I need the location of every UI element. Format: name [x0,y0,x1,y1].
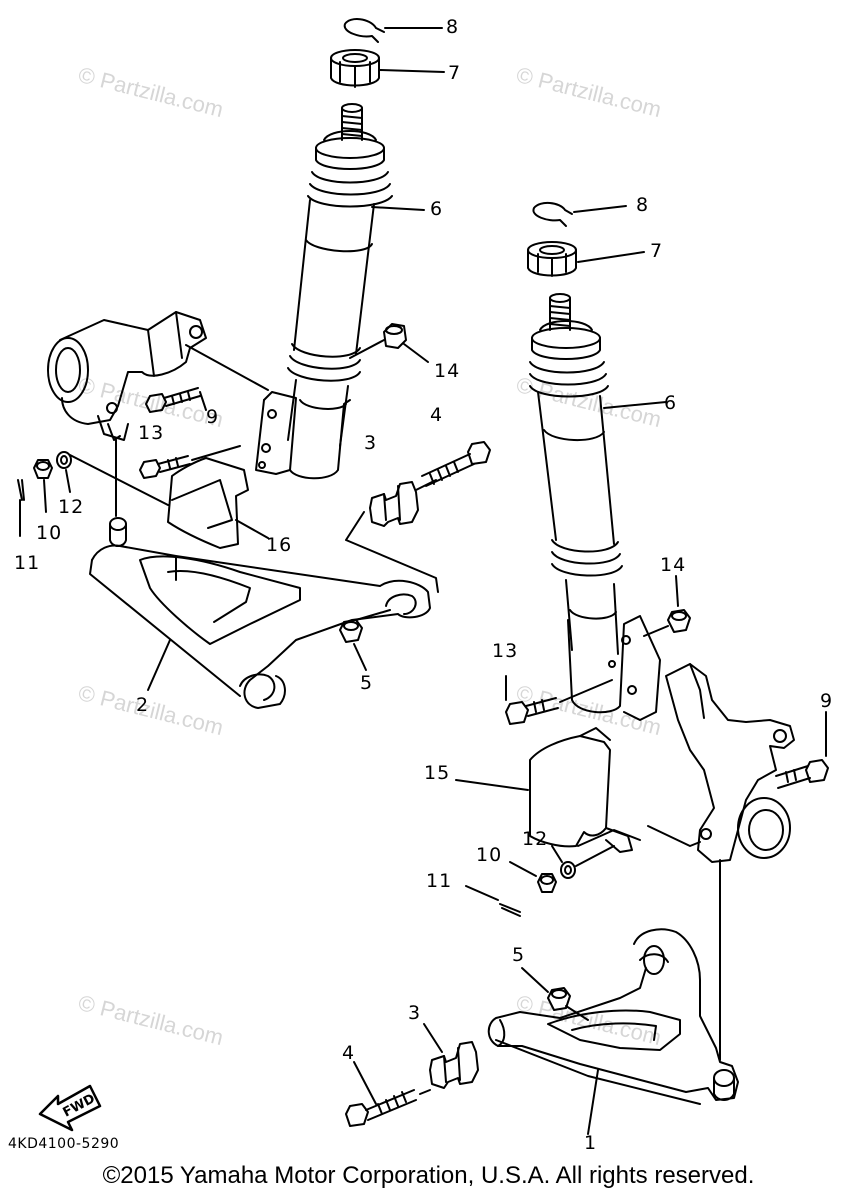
fwd-arrow-icon: FWD [38,1084,102,1132]
callout-3: 3 [408,1002,422,1024]
callout-8: 8 [446,16,460,38]
leader-line [371,206,425,211]
right-lower-arm-1 [487,928,739,1135]
left-nut-14 [349,323,429,363]
left-circlip-8 [343,18,385,43]
callout-6: 6 [664,392,678,414]
right-bolt-13 [505,675,613,725]
right-steering-knuckle [647,663,795,1061]
callout-2: 2 [136,694,150,716]
guide-line [345,511,439,593]
left-bolt-13 [139,445,241,479]
callout-15: 15 [424,762,451,784]
left-shock-absorber-6 [255,103,393,480]
right-shock-absorber-6 [529,293,667,721]
callout-14: 14 [434,360,461,382]
copyright-notice: ©2015 Yamaha Motor Corporation, U.S.A. A… [102,1162,755,1189]
left-locknut-7 [330,49,380,88]
callout-9: 9 [206,406,220,428]
callout-13: 13 [138,422,165,444]
callout-16: 16 [266,534,293,556]
diagram-code: 4KD4100-5290 [8,1136,120,1152]
callout-13: 13 [492,640,519,662]
callout-1: 1 [584,1132,598,1154]
left-nut-5 [339,609,391,671]
right-washer-12 [551,845,615,879]
right-bolt-4 [345,1061,431,1127]
callout-10: 10 [36,522,63,544]
callout-4: 4 [342,1042,356,1064]
callout-6: 6 [430,198,444,220]
right-locknut-7 [527,241,645,277]
callout-5: 5 [360,672,374,694]
callout-14: 14 [660,554,687,576]
left-bolt-9 [145,387,207,413]
right-nut-10 [509,861,557,893]
left-steering-knuckle [47,311,269,441]
leader-line [147,639,171,691]
callout-7: 7 [650,240,664,262]
left-cotter-pin-11 [17,479,25,537]
leader-line [379,69,445,73]
left-lower-arm-2 [89,517,431,709]
guide-line [107,423,121,441]
guide-line [577,829,641,847]
left-shock-guard-16 [69,454,269,549]
left-bushing-3 [369,481,419,527]
callout-4: 4 [430,404,444,426]
callout-12: 12 [58,496,85,518]
right-bushing-3 [423,1023,479,1089]
right-nut-14 [643,575,691,637]
left-bolt-4 [415,441,491,491]
callout-7: 7 [448,62,462,84]
callout-5: 5 [512,944,526,966]
right-cotter-pin-11 [465,885,521,917]
right-circlip-8 [532,202,627,227]
callout-9: 9 [820,690,834,712]
right-nut-5 [521,967,589,1021]
callout-8: 8 [636,194,650,216]
callout-12: 12 [522,828,549,850]
callout-10: 10 [476,844,503,866]
callout-11: 11 [14,552,41,574]
left-washer-12 [56,451,72,493]
callout-3: 3 [364,432,378,454]
left-nut-10 [33,459,53,513]
callout-11: 11 [426,870,453,892]
right-bolt-9 [775,711,829,789]
